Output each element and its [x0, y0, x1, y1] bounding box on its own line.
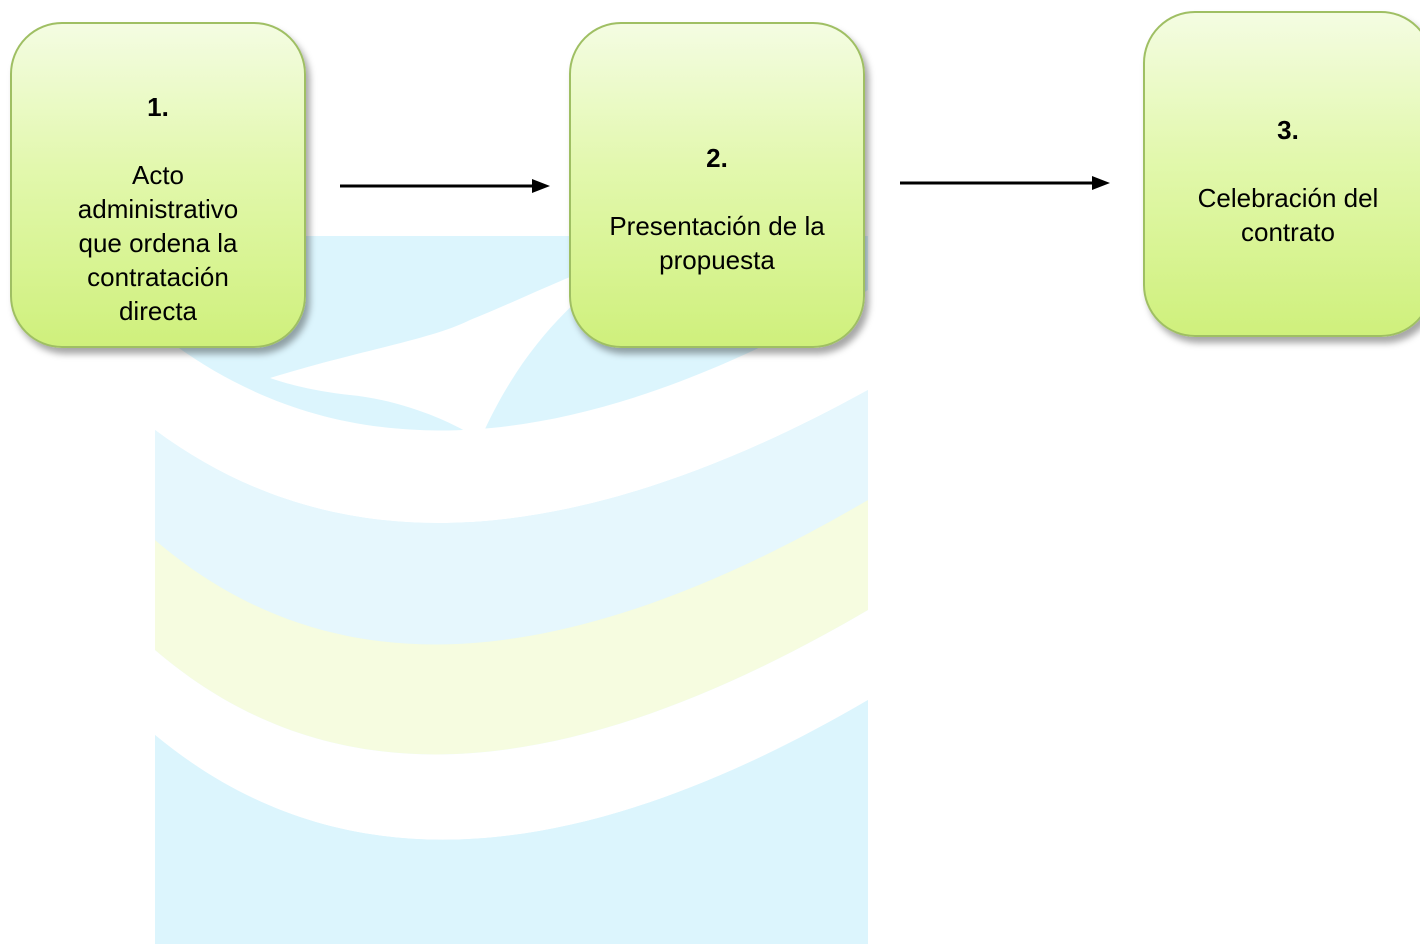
- arrow-1-to-2: [340, 179, 550, 193]
- step-1-label: Acto administrativo que ordena la contra…: [77, 160, 239, 326]
- arrow-2-to-3: [900, 176, 1110, 190]
- step-2-box: 2. Presentación de la propuesta: [569, 22, 865, 348]
- step-1-number: 1.: [147, 92, 169, 122]
- step-3-number: 3.: [1277, 115, 1299, 145]
- step-3-label: Celebración del contrato: [1197, 183, 1379, 247]
- step-2-label: Presentación de la propuesta: [609, 211, 825, 275]
- step-2-number: 2.: [706, 143, 728, 173]
- step-1-box: 1. Acto administrativo que ordena la con…: [10, 22, 306, 348]
- step-3-box: 3. Celebración del contrato: [1143, 11, 1420, 337]
